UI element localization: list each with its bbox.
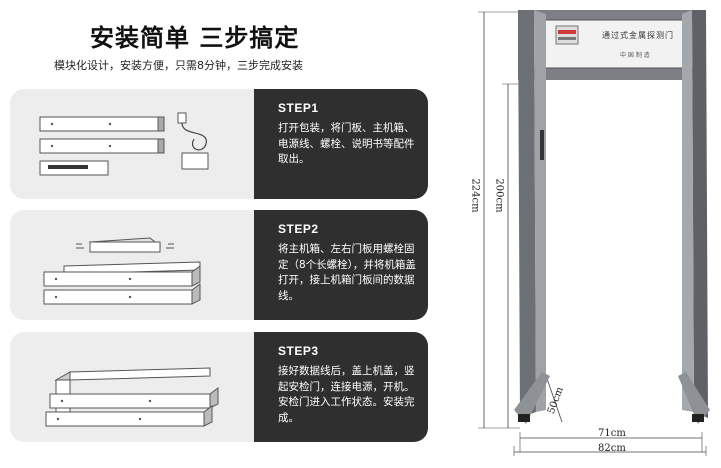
step-card-3: STEP3 接好数据线后，盖上机盖，竖起安检门，连接电源，开机。安检门进入工作状… xyxy=(10,332,428,442)
page-subtitle: 模块化设计，安装方便，只需8分钟，三步完成安装 xyxy=(54,59,303,72)
step1-body: 打开包装，将门板、主机箱、电源线、螺栓、说明书等配件取出。 xyxy=(278,122,415,165)
step-card-1: STEP1 打开包装，将门板、主机箱、电源线、螺栓、说明书等配件取出。 xyxy=(10,89,428,199)
step1-text: STEP1 打开包装，将门板、主机箱、电源线、螺栓、说明书等配件取出。 xyxy=(254,89,428,199)
step2-text: STEP2 将主机箱、左右门板用螺栓固定（8个长螺栓），并将机箱盖打开，接上机箱… xyxy=(254,210,428,320)
page-title: 安装简单 三步搞定 xyxy=(90,24,300,52)
step-card-2: STEP2 将主机箱、左右门板用螺栓固定（8个长螺栓），并将机箱盖打开，接上机箱… xyxy=(10,210,428,320)
dim-inner-width: 71cm xyxy=(598,428,626,439)
step2-body: 将主机箱、左右门板用螺栓固定（8个长螺栓），并将机箱盖打开，接上机箱门板间的数据… xyxy=(278,243,416,302)
step3-heading: STEP3 xyxy=(278,344,319,358)
step3-illustration xyxy=(10,332,254,442)
step2-heading: STEP2 xyxy=(278,222,319,236)
panel-label: 通过式金属探测门 xyxy=(602,31,674,40)
step2-illustration xyxy=(10,210,254,320)
step3-text: STEP3 接好数据线后，盖上机盖，竖起安检门，连接电源，开机。安检门进入工作状… xyxy=(254,332,428,442)
step1-heading: STEP1 xyxy=(278,101,319,115)
dim-outer-width: 82cm xyxy=(598,443,626,454)
metal-detector-gate: 通过式金属探测门 中 国 制 造 224cm 200cm 50cm 71cm 8… xyxy=(470,0,721,468)
dim-passage-height: 200cm xyxy=(493,178,505,213)
dim-total-height: 224cm xyxy=(469,178,481,213)
step1-illustration xyxy=(10,89,254,199)
step3-body: 接好数据线后，盖上机盖，竖起安检门，连接电源，开机。安检门进入工作状态。安装完成… xyxy=(278,365,415,424)
panel-sublabel: 中 国 制 造 xyxy=(620,52,650,59)
